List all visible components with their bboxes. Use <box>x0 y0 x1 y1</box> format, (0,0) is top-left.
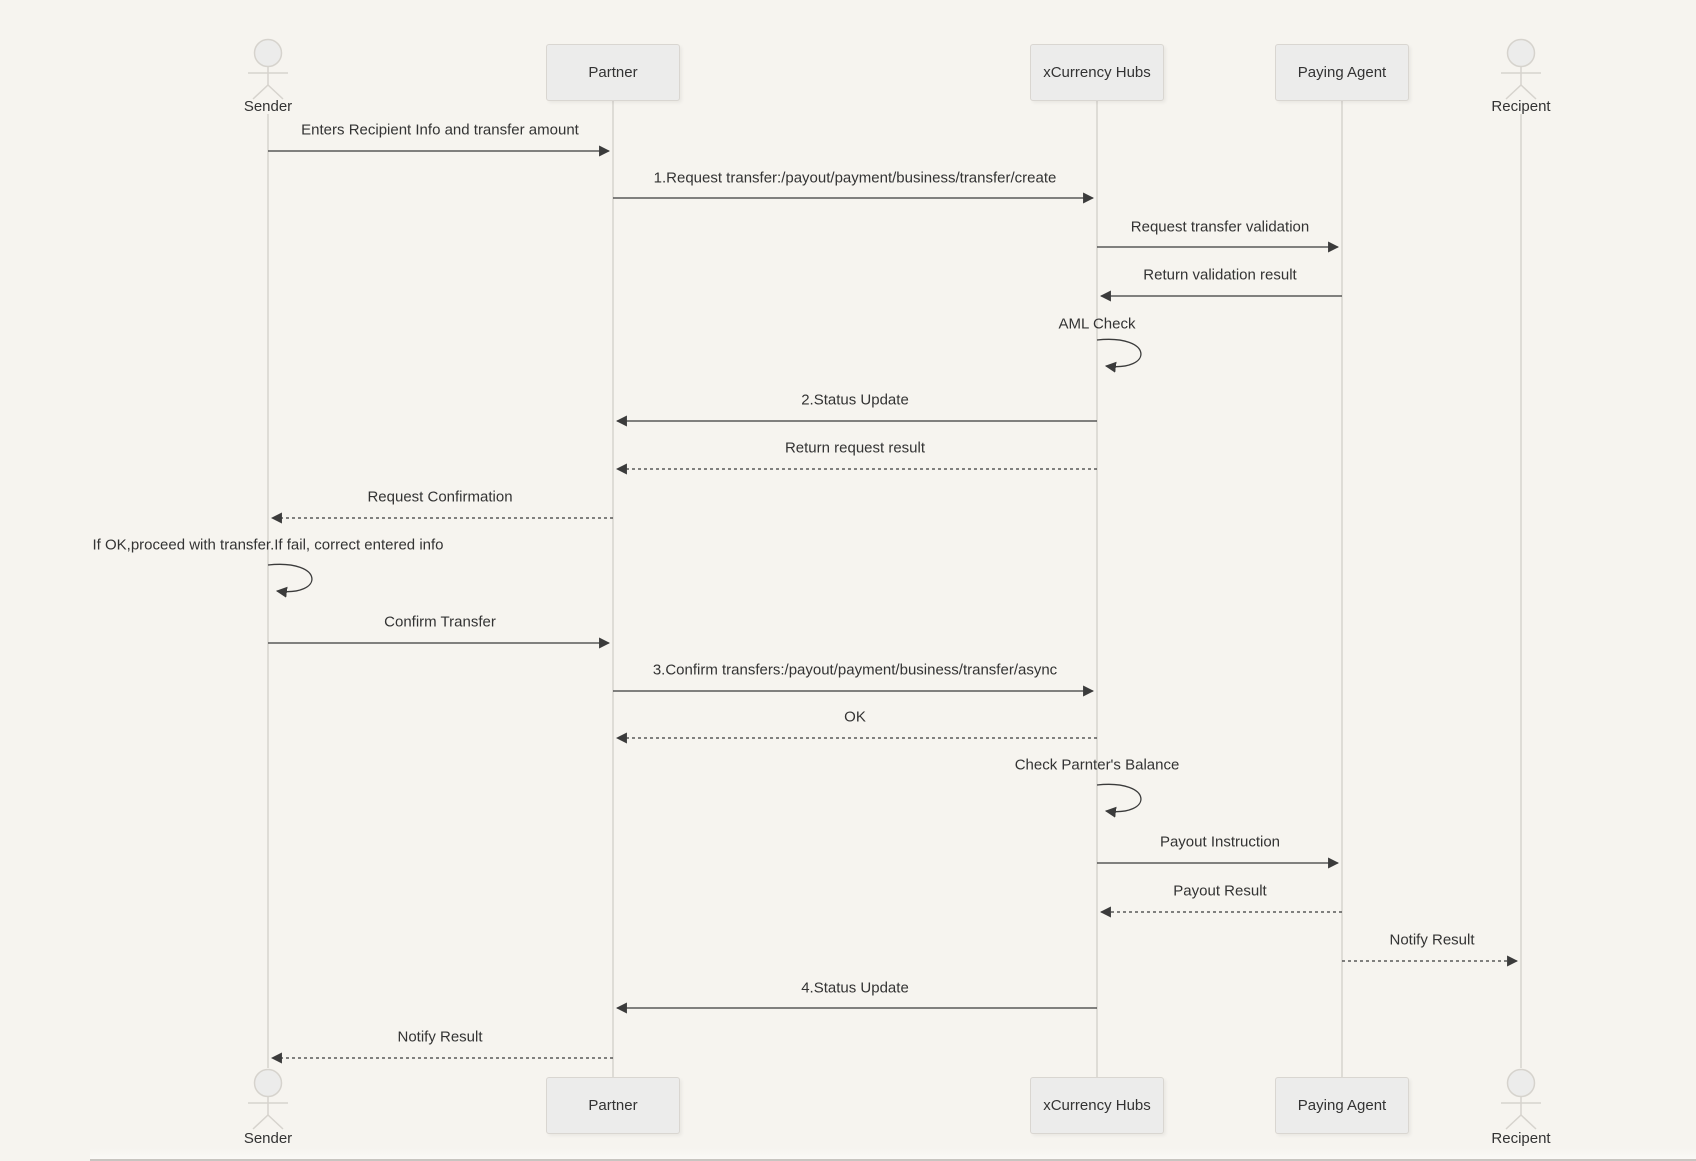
message-label-15: Notify Result <box>1389 931 1475 949</box>
actor-label-sender-bottom: Sender <box>243 1130 293 1147</box>
participant-box-xcurrency-top: xCurrency Hubs <box>1030 44 1164 101</box>
arrow-msg-12-self-loop <box>1096 783 1142 818</box>
message-label-7: Request Confirmation <box>367 488 513 506</box>
bottom-window-edge-line <box>90 1159 1696 1161</box>
message-label-9: Confirm Transfer <box>384 613 496 631</box>
message-label-10: 3.Confirm transfers:/payout/payment/busi… <box>652 661 1058 679</box>
message-label-11: OK <box>844 708 866 726</box>
message-label-3: Return validation result <box>1143 266 1297 284</box>
actor-figure-recipent-top <box>1501 38 1541 100</box>
actor-figure-recipent-bottom <box>1501 1068 1541 1130</box>
message-label-14: Payout Result <box>1173 882 1267 900</box>
actor-label-recipent-bottom: Recipent <box>1491 1130 1551 1147</box>
participant-label-partner: Partner <box>588 64 638 81</box>
message-label-17: Notify Result <box>397 1028 483 1046</box>
participant-box-partner-bottom: Partner <box>546 1077 680 1134</box>
actor-label-recipent-top: Recipent <box>1491 98 1551 115</box>
message-label-2: Request transfer validation <box>1130 218 1310 236</box>
participant-box-partner-top: Partner <box>546 44 680 101</box>
message-label-12: Check Parnter's Balance <box>1014 756 1180 774</box>
participant-label-xcurrency: xCurrency Hubs <box>1043 64 1151 81</box>
participant-label-partner: Partner <box>588 1097 638 1114</box>
participant-label-paying-agent: Paying Agent <box>1297 64 1387 81</box>
actor-figure-sender-bottom <box>248 1068 288 1130</box>
participant-label-paying-agent: Paying Agent <box>1297 1097 1387 1114</box>
message-label-0: Enters Recipient Info and transfer amoun… <box>301 121 579 139</box>
message-label-13: Payout Instruction <box>1159 833 1281 851</box>
participant-label-xcurrency: xCurrency Hubs <box>1043 1097 1151 1114</box>
message-label-1: 1.Request transfer:/payout/payment/busin… <box>653 169 1057 187</box>
message-label-16: 4.Status Update <box>801 979 909 997</box>
actor-figure-sender-top <box>248 38 288 100</box>
message-label-5: 2.Status Update <box>801 391 909 409</box>
arrow-msg-8-self-loop <box>267 563 313 598</box>
participant-box-paying-agent-bottom: Paying Agent <box>1275 1077 1409 1134</box>
participant-box-xcurrency-bottom: xCurrency Hubs <box>1030 1077 1164 1134</box>
actor-label-sender-top: Sender <box>243 98 293 115</box>
arrow-msg-4-self-loop <box>1096 338 1142 373</box>
message-label-4: AML Check <box>1058 315 1136 333</box>
message-label-8: If OK,proceed with transfer.If fail, cor… <box>92 536 444 554</box>
message-label-6: Return request result <box>784 439 926 457</box>
bottom-window-edge-sheen <box>90 1148 1696 1161</box>
participant-box-paying-agent-top: Paying Agent <box>1275 44 1409 101</box>
